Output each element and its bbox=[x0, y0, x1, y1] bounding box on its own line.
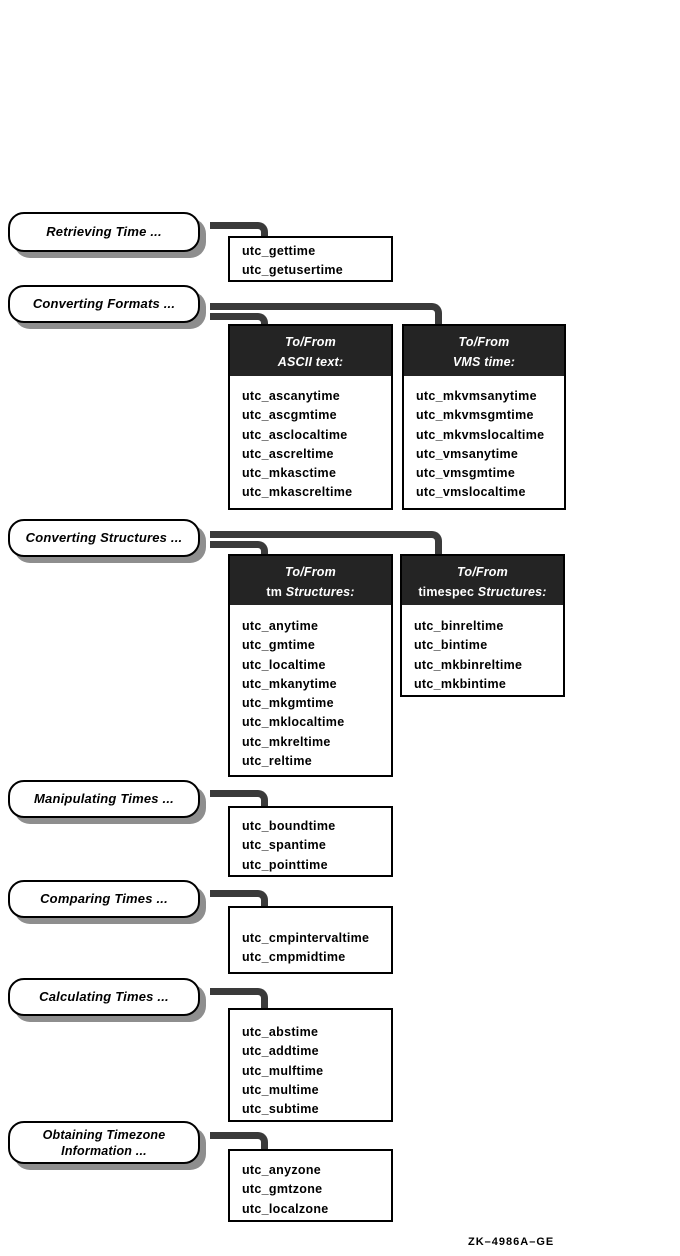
function-list: utc_abstime utc_addtime utc_mulftime utc… bbox=[242, 1025, 324, 1117]
function-list: utc_cmpintervaltime utc_cmpmidtime bbox=[242, 931, 370, 965]
category-pill-calculating-times: Calculating Times ... bbox=[8, 978, 200, 1016]
box-header-ascii-text: To/From ASCII text: bbox=[230, 326, 391, 376]
header-line2: timespec Structures: bbox=[418, 585, 547, 599]
category-pill-comparing-times: Comparing Times ... bbox=[8, 880, 200, 918]
function-list: utc_ascanytime utc_ascgmtime utc_ascloca… bbox=[242, 389, 353, 500]
function-box-timezone: utc_anyzone utc_gmtzone utc_localzone bbox=[228, 1149, 393, 1222]
function-list: utc_anytime utc_gmtime utc_localtime utc… bbox=[242, 619, 345, 769]
category-pill-obtaining-timezone: Obtaining Timezone Information ... bbox=[8, 1121, 200, 1164]
category-pill-retrieving-time: Retrieving Time ... bbox=[8, 212, 200, 252]
header-line2: VMS time: bbox=[452, 355, 516, 369]
function-box-retrieving: utc_gettime utc_getusertime bbox=[228, 236, 393, 282]
box-header-vms-time: To/From VMS time: bbox=[404, 326, 564, 376]
function-box-manipulating: utc_boundtime utc_spantime utc_pointtime bbox=[228, 806, 393, 877]
connector-calculating-times bbox=[210, 988, 268, 1012]
connector-converting-structures-timespec bbox=[210, 531, 442, 558]
header-line1: To/From bbox=[285, 335, 336, 349]
header-line1: To/From bbox=[457, 565, 508, 579]
function-box-tm-structures: To/From tm Structures: utc_anytime utc_g… bbox=[228, 554, 393, 777]
connector-converting-structures-tm bbox=[210, 541, 268, 558]
function-box-ascii-text: To/From ASCII text: utc_ascanytime utc_a… bbox=[228, 324, 393, 510]
function-box-timespec-structures: To/From timespec Structures: utc_binrelt… bbox=[400, 554, 565, 697]
function-list: utc_boundtime utc_spantime utc_pointtime bbox=[242, 819, 336, 872]
header-line1: To/From bbox=[285, 565, 336, 579]
connector-converting-formats-vms bbox=[210, 303, 442, 328]
connector-retrieving-time bbox=[210, 222, 268, 240]
box-header-tm-structures: To/From tm Structures: bbox=[230, 556, 391, 605]
function-list: utc_mkvmsanytime utc_mkvmsgmtime utc_mkv… bbox=[416, 389, 545, 500]
category-pill-manipulating-times: Manipulating Times ... bbox=[8, 780, 200, 818]
category-pill-converting-structures: Converting Structures ... bbox=[8, 519, 200, 557]
header-line2: tm Structures: bbox=[266, 585, 355, 599]
function-list: utc_anyzone utc_gmtzone utc_localzone bbox=[242, 1163, 329, 1216]
header-line1: To/From bbox=[458, 335, 510, 349]
connector-comparing-times bbox=[210, 890, 268, 910]
category-pill-converting-formats: Converting Formats ... bbox=[8, 285, 200, 323]
connector-obtaining-timezone bbox=[210, 1132, 268, 1153]
connector-manipulating-times bbox=[210, 790, 268, 810]
figure-label: ZK–4986A–GE bbox=[468, 1236, 555, 1248]
header-line2: ASCII text: bbox=[277, 355, 344, 369]
connector-converting-formats-ascii bbox=[210, 313, 268, 328]
function-box-comparing: utc_cmpintervaltime utc_cmpmidtime bbox=[228, 906, 393, 974]
function-list: utc_gettime utc_getusertime bbox=[242, 244, 344, 278]
box-header-timespec-structures: To/From timespec Structures: bbox=[402, 556, 563, 605]
function-box-calculating: utc_abstime utc_addtime utc_mulftime utc… bbox=[228, 1008, 393, 1122]
function-list: utc_binreltime utc_bintime utc_mkbinrelt… bbox=[414, 619, 523, 691]
function-box-vms-time: To/From VMS time: utc_mkvmsanytime utc_m… bbox=[402, 324, 566, 510]
